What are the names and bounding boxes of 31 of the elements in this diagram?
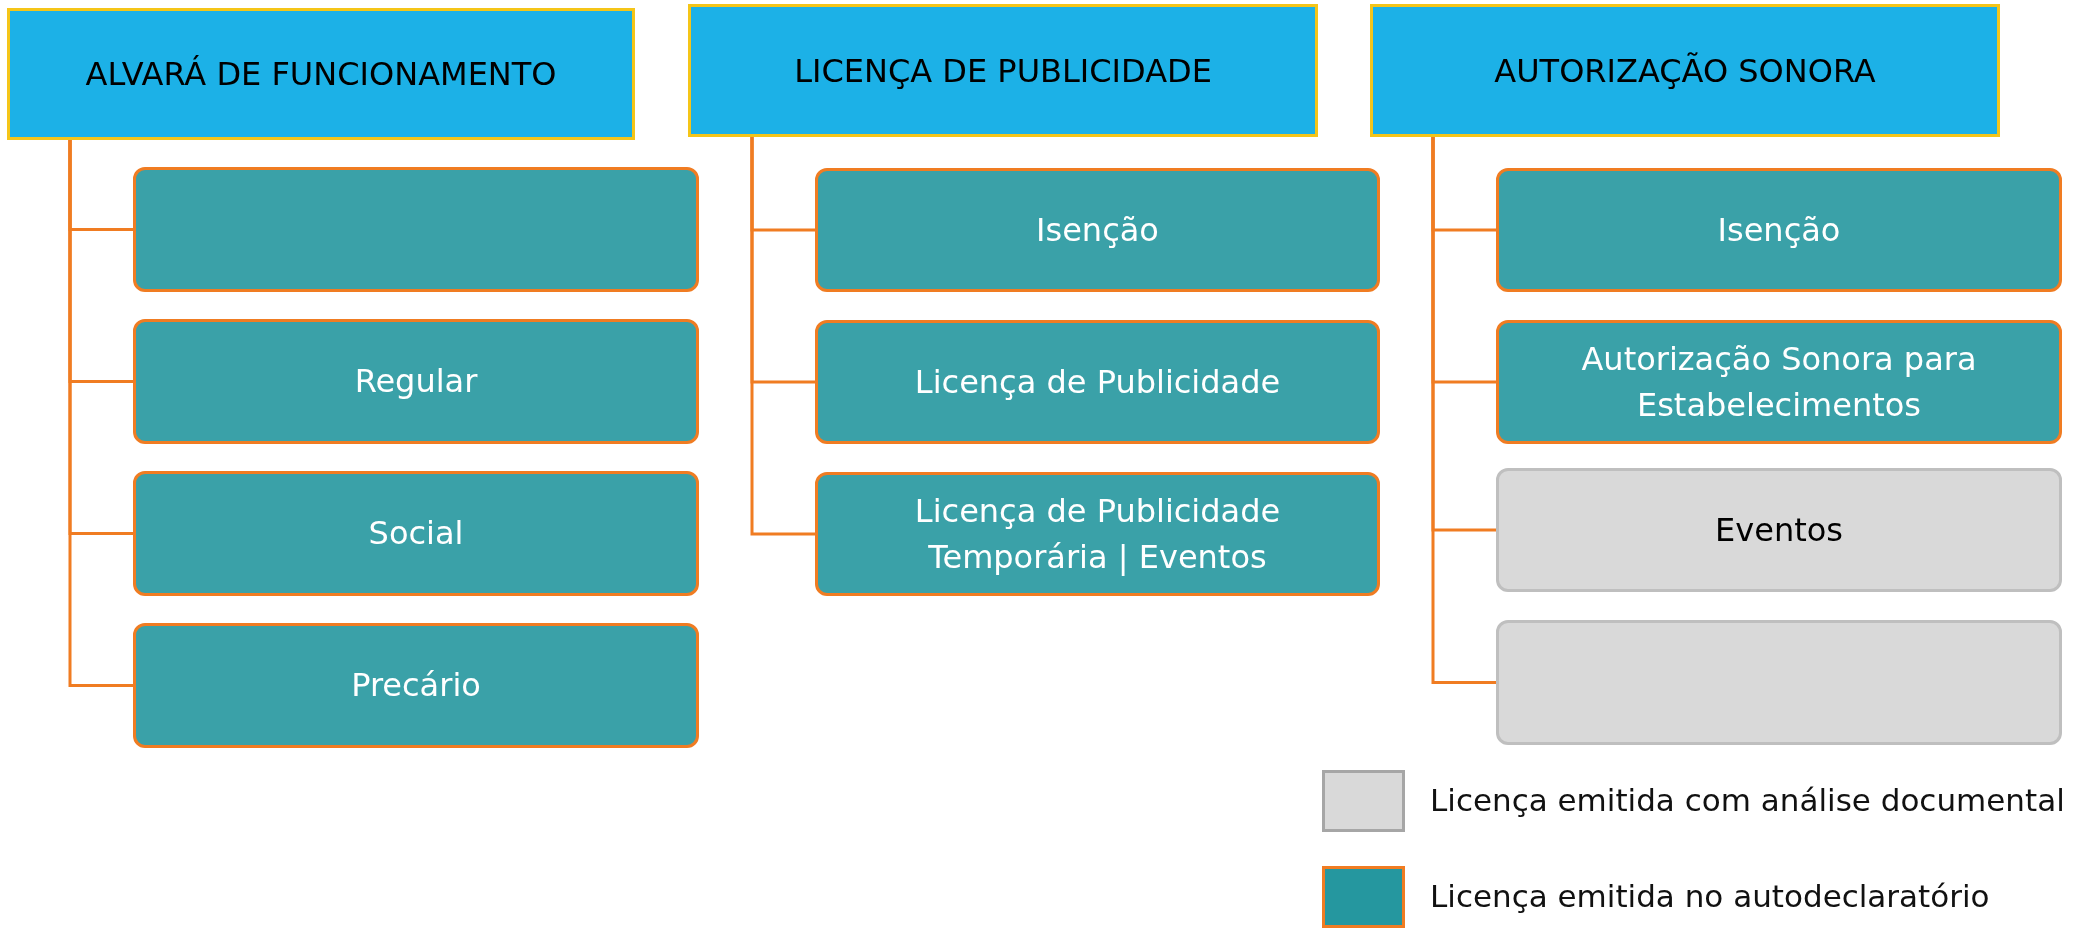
- license-box: [1496, 320, 2062, 444]
- box-label: Social: [368, 513, 464, 555]
- box-label: Eventos: [1715, 511, 1843, 549]
- box-label: Autorização Sonora para Estabelecimentos: [1580, 338, 1978, 426]
- box-label: Isenção: [1717, 209, 1841, 251]
- category-header: [7, 8, 635, 140]
- license-box: [1496, 168, 2062, 292]
- header-text: AUTORIZAÇÃO SONORA: [1494, 51, 1876, 90]
- connector-line: [750, 137, 815, 536]
- category-header: [1370, 4, 2000, 137]
- legend-label: Licença emitida com análise documental: [1430, 782, 2065, 818]
- box-label: Precário: [351, 665, 481, 707]
- license-box: [815, 320, 1380, 444]
- category-header: [688, 4, 1318, 137]
- box-label: Isenção: [1036, 209, 1159, 251]
- box-label: Licença de Publicidade: [914, 361, 1281, 403]
- license-box: [133, 623, 699, 748]
- empty-box: [1496, 620, 2062, 745]
- box-label: Licença de Publicidade Temporária | Eventos: [913, 490, 1282, 578]
- legend-label: Licença emitida no autodeclaratório: [1430, 878, 1990, 914]
- header-text: ALVARÁ DE FUNCIONAMENTO: [85, 55, 557, 93]
- license-box: [815, 168, 1380, 292]
- empty-box: [133, 167, 699, 292]
- license-box: [815, 472, 1380, 596]
- license-box: [1496, 468, 2062, 592]
- connector-line: [68, 140, 133, 687]
- header-text: LICENÇA DE PUBLICIDADE: [794, 51, 1212, 90]
- box-label: Regular: [354, 361, 478, 403]
- license-box: [133, 471, 699, 596]
- connector-line: [1431, 137, 1496, 684]
- license-box: [133, 319, 699, 444]
